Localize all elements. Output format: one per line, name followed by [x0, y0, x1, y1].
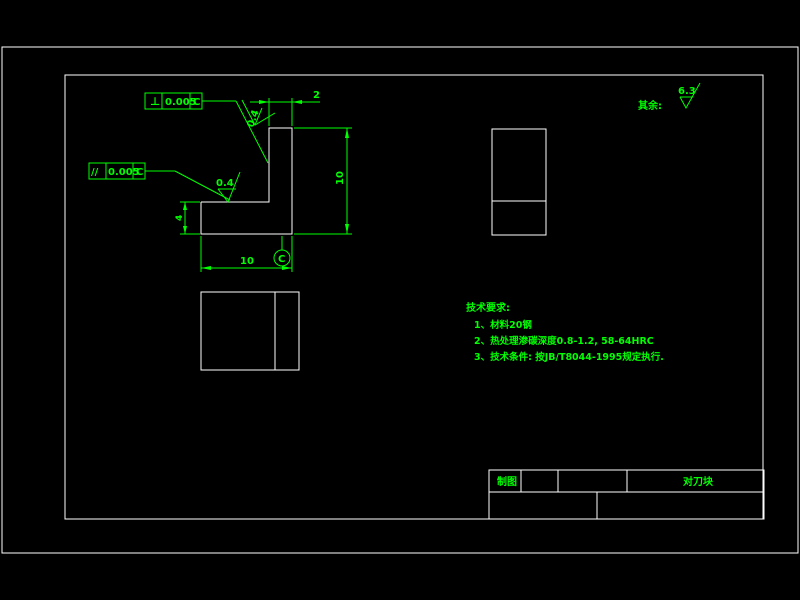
dimension-height [294, 127, 352, 235]
title-drawn-label: 制图 [497, 475, 517, 488]
dimension-width [200, 236, 293, 272]
tech-item-1: 1、材料20钢 [474, 319, 532, 331]
dimension-step [180, 201, 200, 235]
roughness-symbol-a [241, 99, 276, 126]
dim-width-text: 10 [240, 256, 254, 267]
dim-top-width-text: 2 [313, 90, 320, 101]
roughness-rest-value: 6.3 [678, 86, 696, 97]
para-value: 0.005 [108, 167, 140, 178]
inner-border [64, 74, 764, 520]
datum-c-marker [273, 236, 291, 267]
tech-title: 技术要求: [466, 301, 510, 314]
tech-item-3: 3、技术条件: 按JB/T8044-1995规定执行. [474, 351, 664, 363]
title-part-name: 对刀块 [683, 475, 714, 488]
title-block [488, 469, 765, 520]
perp-symbol: ⊥ [150, 95, 160, 108]
para-datum: C [136, 167, 143, 178]
dim-height-text: 10 [335, 171, 346, 185]
perp-value: 0.005 [165, 97, 197, 108]
dim-step-text: 4 [175, 215, 185, 221]
part-side-view [491, 128, 547, 236]
roughness-rest-label: 其余: [638, 99, 662, 112]
perpendicularity-frame [144, 92, 269, 164]
datum-c-text: C [278, 254, 285, 265]
perp-datum: C [193, 97, 200, 108]
roughness-b-text: 0.4 [216, 178, 234, 189]
tech-item-2: 2、热处理渗碳深度0.8-1.2, 58-64HRC [474, 335, 654, 347]
dimension-top-width [250, 98, 320, 126]
outer-border [1, 46, 799, 554]
parallelism-frame [88, 162, 231, 201]
part-top-view [200, 291, 300, 371]
part-front-view [200, 127, 293, 235]
para-symbol: // [91, 167, 99, 178]
roughness-symbol-b [217, 171, 241, 204]
roughness-symbol-rest [679, 82, 701, 110]
